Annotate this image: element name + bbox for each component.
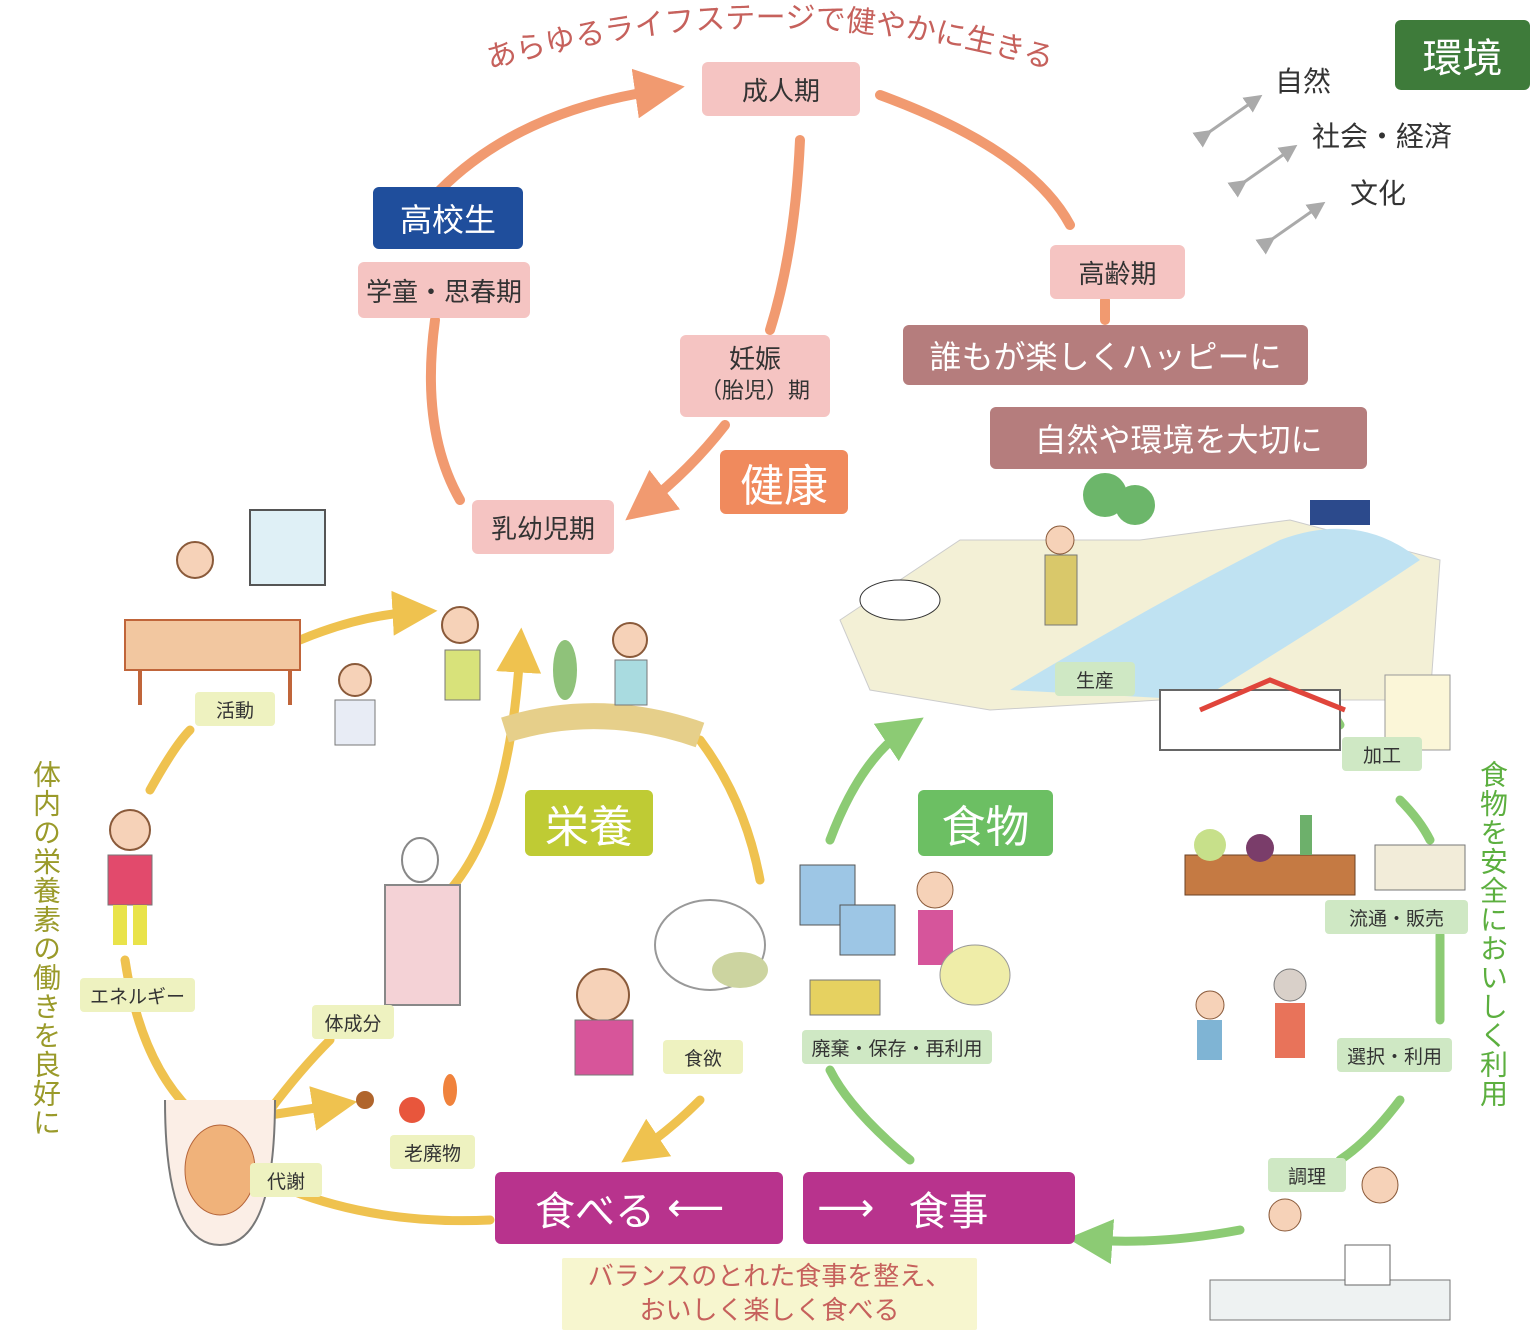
stage-pregnancy-line1: 妊娠 bbox=[728, 345, 781, 375]
environment-item-culture: 文化 bbox=[1350, 177, 1407, 210]
eat-label: 食べる bbox=[535, 1189, 655, 1235]
illustration-worker-and-chef bbox=[334, 606, 481, 746]
right-arrow-icon: ⟶ bbox=[817, 1185, 875, 1231]
eating-caption: バランスのとれた食事を整え、 おいしく楽しく食べる bbox=[562, 1258, 977, 1330]
stage-elderly: 高齢期 bbox=[1050, 245, 1185, 299]
food-item-production: 生産 bbox=[1055, 662, 1135, 696]
arrow-disposal-to-production bbox=[825, 717, 924, 845]
environment-item-nature: 自然 bbox=[1275, 65, 1332, 98]
food-label: 食物 bbox=[918, 790, 1053, 856]
illustration-waste bbox=[356, 1074, 457, 1123]
food-item-processing: 加工 bbox=[1342, 737, 1422, 771]
arrow-processing-to-distribution bbox=[1395, 795, 1435, 845]
nutrition-item-energy: エネルギー bbox=[80, 978, 195, 1012]
stage-adult: 成人期 bbox=[702, 62, 860, 116]
arrow-path-to-appetite bbox=[695, 735, 765, 885]
nutrition-item-body: 体成分 bbox=[312, 1005, 394, 1039]
arrow-adult-to-elderly bbox=[875, 90, 1075, 230]
environment-item-society-economy: 社会・経済 bbox=[1312, 120, 1453, 153]
food-item-distribution: 流通・販売 bbox=[1325, 900, 1468, 934]
nutrition-item-activity: 活動 bbox=[195, 692, 275, 726]
illustration-anatomy bbox=[384, 837, 461, 1006]
illustration-hungry-child bbox=[574, 899, 768, 1076]
arrow-cooking-to-meal bbox=[1067, 1219, 1245, 1265]
environment-label: 環境 bbox=[1395, 20, 1530, 90]
nutrition-item-metabolism: 代謝 bbox=[250, 1163, 322, 1197]
nutrition-item-waste: 老廃物 bbox=[390, 1135, 475, 1169]
nutrition-cycle-arrows bbox=[120, 590, 765, 1226]
nutrition-label: 栄養 bbox=[525, 790, 653, 856]
eat-box: 食べる ⟵ bbox=[495, 1172, 783, 1244]
environment-arrows bbox=[1192, 94, 1326, 255]
env-arrow-2 bbox=[1227, 144, 1298, 198]
arrow-body-up bbox=[445, 627, 542, 895]
arrow-activity bbox=[295, 590, 438, 645]
food-item-disposal: 廃棄・保存・再利用 bbox=[802, 1030, 992, 1064]
left-arrow-icon: ⟵ bbox=[667, 1185, 725, 1231]
illustration-runner bbox=[501, 622, 705, 748]
food-item-cooking: 調理 bbox=[1268, 1158, 1346, 1192]
nutrition-item-appetite: 食欲 bbox=[663, 1040, 743, 1074]
health-label: 健康 bbox=[720, 450, 848, 514]
stage-infancy: 乳幼児期 bbox=[472, 500, 614, 554]
food-item-selection: 選択・利用 bbox=[1337, 1038, 1452, 1072]
goal-nature: 自然や環境を大切に bbox=[990, 407, 1367, 469]
env-arrow-3 bbox=[1255, 201, 1326, 255]
arrow-selection-to-cooking bbox=[1335, 1095, 1405, 1165]
nutrition-side-text: 体内の栄養素の働きを良好に bbox=[29, 760, 62, 1137]
food-side-text: 食物を安全においしく利用 bbox=[1476, 760, 1509, 1108]
illustration-cooking bbox=[1209, 1166, 1451, 1321]
arrow-adolescence-to-adult bbox=[435, 68, 685, 195]
eating-caption-line2: おいしく楽しく食べる bbox=[639, 1296, 900, 1326]
illustration-energetic-child bbox=[107, 809, 153, 945]
arrow-infancy-to-adolescence bbox=[425, 315, 465, 505]
meal-label: 食事 bbox=[908, 1189, 989, 1235]
meal-box: ⟶ 食事 bbox=[803, 1172, 1075, 1244]
illustration-farm-river bbox=[839, 473, 1441, 711]
illustration-disposal bbox=[799, 864, 1011, 1016]
arrow-eating-to-metabolism bbox=[285, 1185, 495, 1226]
goal-happy: 誰もが楽しくハッピーに bbox=[903, 325, 1308, 385]
arrow-adult-to-pregnancy bbox=[765, 135, 805, 335]
illustration-digestive bbox=[164, 1099, 276, 1247]
illustration-shoppers bbox=[1195, 968, 1307, 1060]
illustration-child-desk bbox=[124, 509, 326, 705]
stage-adolescence: 学童・思春期 bbox=[358, 262, 530, 318]
stage-student: 高校生 bbox=[373, 187, 523, 249]
health-cycle-arrows bbox=[425, 68, 1110, 521]
illustration-market bbox=[1184, 815, 1466, 896]
eating-caption-line1: バランスのとれた食事を整え、 bbox=[587, 1262, 952, 1292]
env-arrow-1 bbox=[1192, 94, 1263, 148]
stage-pregnancy-line2: （胎児）期 bbox=[699, 379, 810, 404]
arrow-metabolism-to-waste bbox=[265, 1086, 358, 1131]
stage-pregnancy: 妊娠 （胎児）期 bbox=[680, 335, 830, 417]
arrow-appetite-to-eating bbox=[621, 1095, 705, 1163]
arrow-pregnancy-to-infancy bbox=[625, 420, 730, 521]
arrow-energy-to-activity bbox=[145, 725, 195, 795]
arrow-metabolism-to-body bbox=[265, 1035, 335, 1115]
arrow-meal-to-disposal bbox=[825, 1065, 915, 1165]
